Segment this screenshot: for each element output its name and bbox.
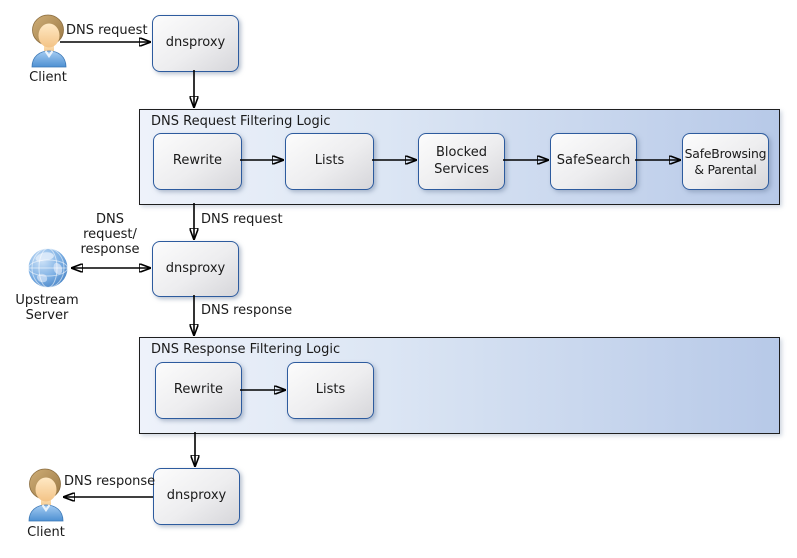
edge-label-dns-request-response: DNS request/ response xyxy=(80,212,140,257)
step-lists: Lists xyxy=(287,362,374,419)
step-rewrite: Rewrite xyxy=(155,362,242,419)
step-blocked-services: Blocked Services xyxy=(418,133,505,190)
client-person-icon xyxy=(28,468,64,522)
upstream-server-globe-icon xyxy=(28,248,68,288)
client-label-top: Client xyxy=(29,70,67,85)
edge-label-dns-response-middle: DNS response xyxy=(201,303,293,318)
client-person-icon xyxy=(31,14,67,68)
group-title: DNS Response Filtering Logic xyxy=(151,342,341,357)
dnsproxy-node-middle: dnsproxy xyxy=(152,241,239,297)
step-lists: Lists xyxy=(285,133,374,190)
edge-label-dns-request-top: DNS request xyxy=(66,23,148,38)
step-rewrite: Rewrite xyxy=(153,133,242,190)
dnsproxy-node-bottom: dnsproxy xyxy=(153,468,240,525)
edge-label-dns-request-middle: DNS request xyxy=(201,212,283,227)
step-safesearch: SafeSearch xyxy=(550,133,637,190)
group-title: DNS Request Filtering Logic xyxy=(151,114,331,129)
dns-response-filtering-group: DNS Response Filtering Logic xyxy=(139,337,780,434)
client-label-bottom: Client xyxy=(27,525,65,540)
edge-label-dns-response-bottom: DNS response xyxy=(64,474,156,489)
dnsproxy-node-top: dnsproxy xyxy=(152,15,239,72)
upstream-server-label: Upstream Server xyxy=(15,293,79,323)
step-safebrowsing-parental: SafeBrowsing & Parental xyxy=(682,133,769,190)
